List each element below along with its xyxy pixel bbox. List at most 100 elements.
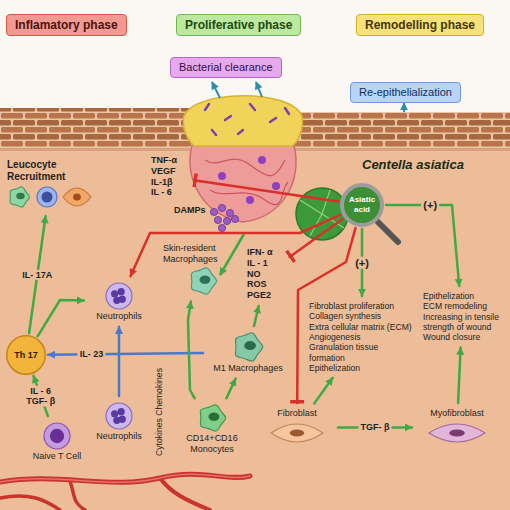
connector-arrow [386,205,459,286]
path-part [403,103,405,112]
line-part [285,108,289,114]
scab [183,96,302,146]
connector-arrow [194,180,338,201]
circle-part [214,216,221,223]
circle-part [218,204,225,211]
circle-part [113,297,120,304]
node-text: Th 17 [14,350,38,361]
node-text: Neutrophils [89,431,149,442]
molecule-label: DAMPs [174,205,206,215]
line-part [205,104,209,110]
node-text: CD14+CD16 Monocytes [173,433,251,455]
path-part [191,267,216,293]
circle-part [37,187,57,207]
node-text: M1 Macrophages [208,363,288,374]
node-text: Neutrophils [89,311,149,322]
effect-list: EpithelizationECM remodelingIncreasing i… [420,288,504,346]
node-text: Leucocyte Recruitment [7,159,93,183]
circle-part [113,417,120,424]
node-text: PGE2 [247,290,285,301]
path-part [0,474,250,482]
circle-part [246,196,254,204]
neutrophil-cell: Neutrophils [86,278,152,325]
edge-label: TGF- β [359,422,392,432]
ellipse-part [16,193,24,199]
node-text: Proliferative phase [185,18,292,32]
circle-part [106,403,132,429]
phase-label: Inflamatory phase [6,14,127,36]
node-text: Angiogenesis [309,332,415,342]
node-text: Asiatic acid [340,195,384,214]
line-part [270,118,276,122]
connector-arrow [38,300,84,336]
node-text: Epithelization [423,291,501,301]
node-text: Epithelization [309,363,415,373]
process-box: Re-epithelialization [350,82,461,103]
circle-part [272,182,280,190]
node-text: Wound closure [423,332,501,342]
process-box: Bacterial clearance [170,57,282,78]
path-part [10,187,29,207]
path-part [271,424,323,442]
connector-arrow [226,379,235,399]
circle-part [223,217,230,224]
damps-arrow [220,234,244,275]
phase-label: Proliferative phase [176,14,301,36]
path-part [0,496,60,510]
fibroblast-cell-icon [261,419,333,447]
circle-part [231,215,238,222]
circle-part [111,410,118,417]
path-part [183,96,302,146]
node-text: ROS [247,279,285,290]
edge-label: IL - 6 TGF- β [22,386,60,407]
node-text: IL - 1 [247,258,285,269]
path-part [378,222,398,242]
node-text: Remodelling phase [365,18,475,32]
neutrophil-cell-icon [89,281,149,311]
circle-part [42,192,53,203]
node-text: Granulation tissue formation [309,342,415,363]
ellipse-part [449,429,465,436]
ellipse-part [199,275,210,283]
line-part [225,116,231,120]
line-part [238,130,243,134]
neutrophil-cell: Neutrophils [86,398,152,445]
phase-label: Remodelling phase [356,14,484,36]
path-part [235,333,262,361]
cell-group: Leucocyte Recruitment [4,156,96,214]
effect-list: Fibroblast proliferationCollagen synthes… [306,298,418,376]
connector-arrow [254,306,259,326]
node-text: ECM remodeling [423,301,501,311]
epidermis [294,112,510,150]
monocyte-cell-icon [173,403,251,433]
connector-arrow [458,348,461,403]
circle-part [210,208,217,215]
node-text: Increasing in tensile strength of wound [423,312,501,333]
node-text: VEGF [151,166,189,177]
node-text: IL-1β [151,177,189,188]
connectors [29,180,461,427]
connector-arrow [118,327,121,396]
macrophage-cell: M1 Macrophages [205,328,291,377]
path-part [200,405,225,431]
node-text: TNF-α [151,155,189,166]
macrophage-cell: Skin-resident Macrophages [160,240,232,300]
ellipse-part [290,429,305,436]
circle-part [218,224,225,231]
ellipse-part [244,341,256,350]
node-text: IFN- α [247,247,285,258]
circle-part [258,156,266,164]
compound-circle: Asiatic acid [340,183,384,227]
circle-part [118,408,125,415]
node-text: Extra cellular matrix (ECM) [309,322,415,332]
fibroblast-cell: Fibroblast [258,405,336,450]
node-text: Fibroblast proliferation [309,301,415,311]
line-part [250,104,255,110]
path-part [256,82,262,97]
node-text: Myofibroblast [417,408,497,419]
path-part [205,159,285,175]
